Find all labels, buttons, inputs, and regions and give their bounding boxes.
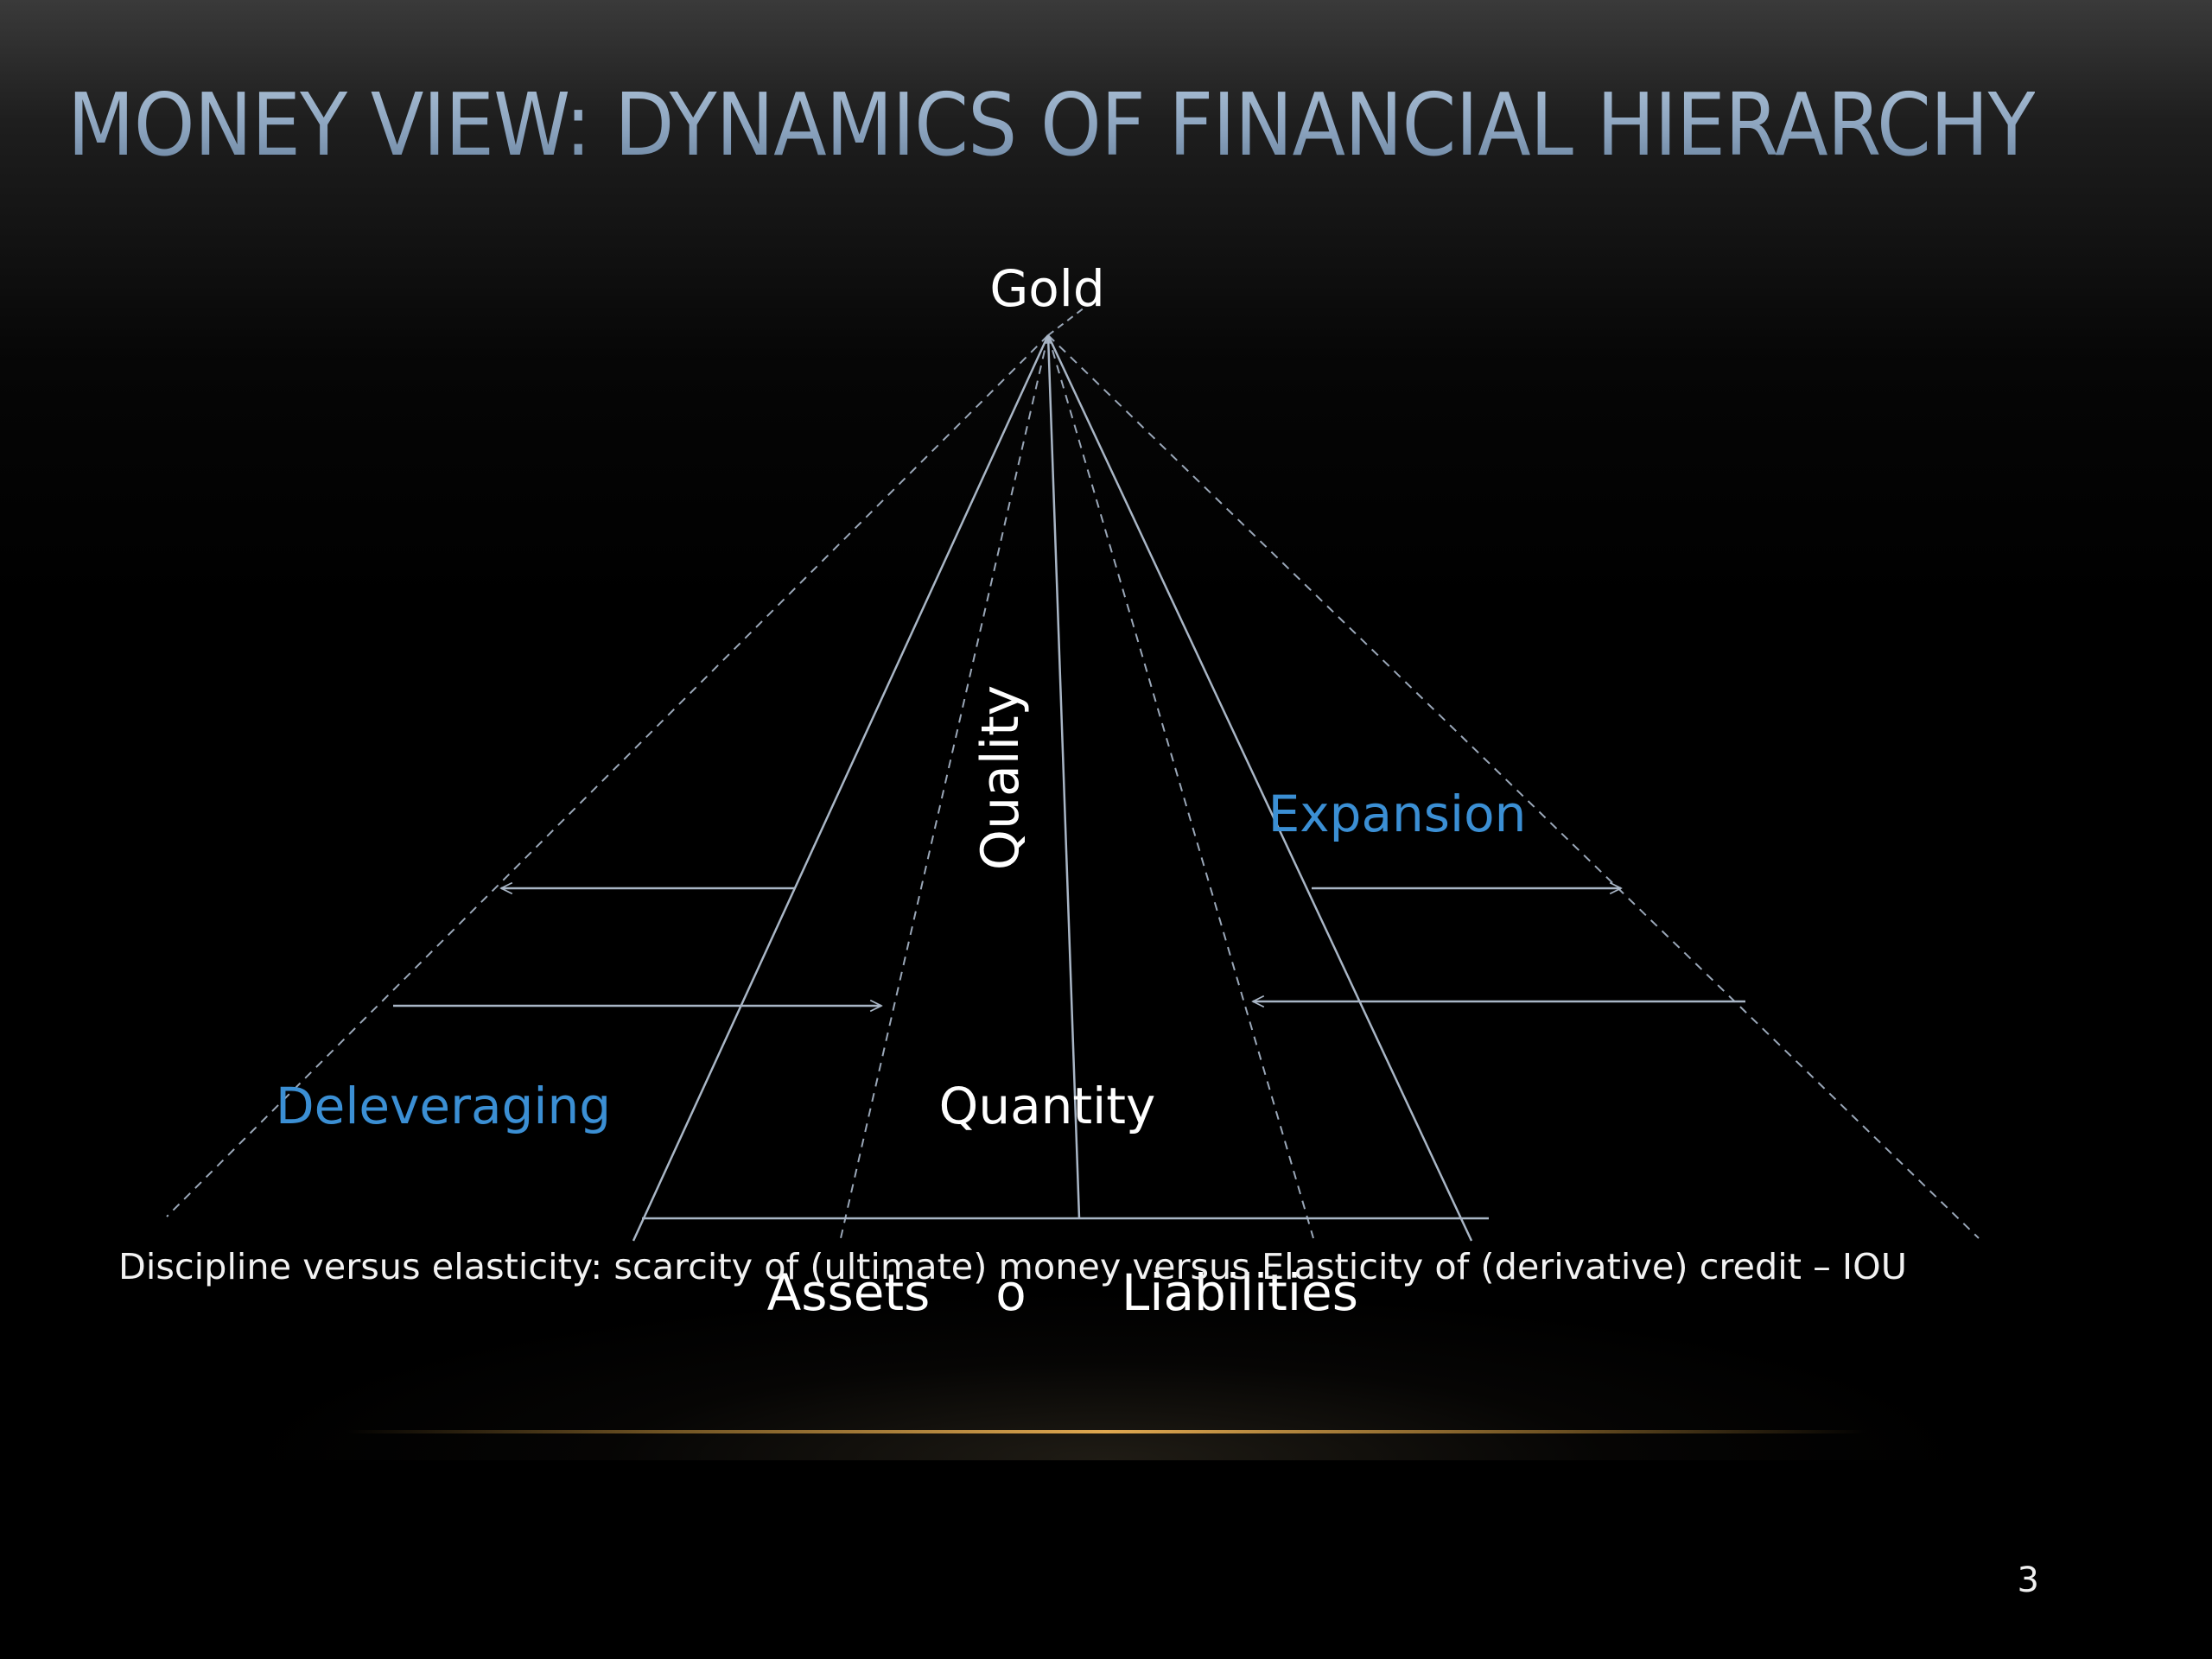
vertical-label-quality: Quality — [970, 685, 1031, 870]
solid-left-line — [632, 334, 1050, 1242]
center-axis-line — [1046, 334, 1081, 1219]
base-label-liabilities: Liabilities — [1122, 1263, 1358, 1322]
solid-right-line — [1046, 334, 1473, 1242]
gold-divider-line — [346, 1430, 1866, 1433]
center-label-quantity: Quantity — [939, 1077, 1156, 1135]
base-label-assets: Assets — [767, 1263, 931, 1322]
slide-caption: Discipline versus elasticity: scarcity o… — [118, 1246, 1907, 1287]
right-label-expansion: Expansion — [1268, 785, 1527, 843]
base-label-origin: o — [995, 1263, 1027, 1322]
slide-title: MONEY VIEW: DYNAMICS OF FINANCIAL HIERAR… — [67, 69, 2036, 181]
outer-dashed-left-line — [166, 334, 1049, 1217]
page-number: 3 — [2017, 1560, 2039, 1600]
apex-label-gold: Gold — [989, 259, 1104, 318]
apex-dashed-tick — [1047, 307, 1085, 336]
inner-dashed-right-line — [1047, 334, 1314, 1239]
outer-dashed-right-line — [1047, 334, 1980, 1239]
left-label-deleveraging: Deleveraging — [276, 1077, 611, 1135]
